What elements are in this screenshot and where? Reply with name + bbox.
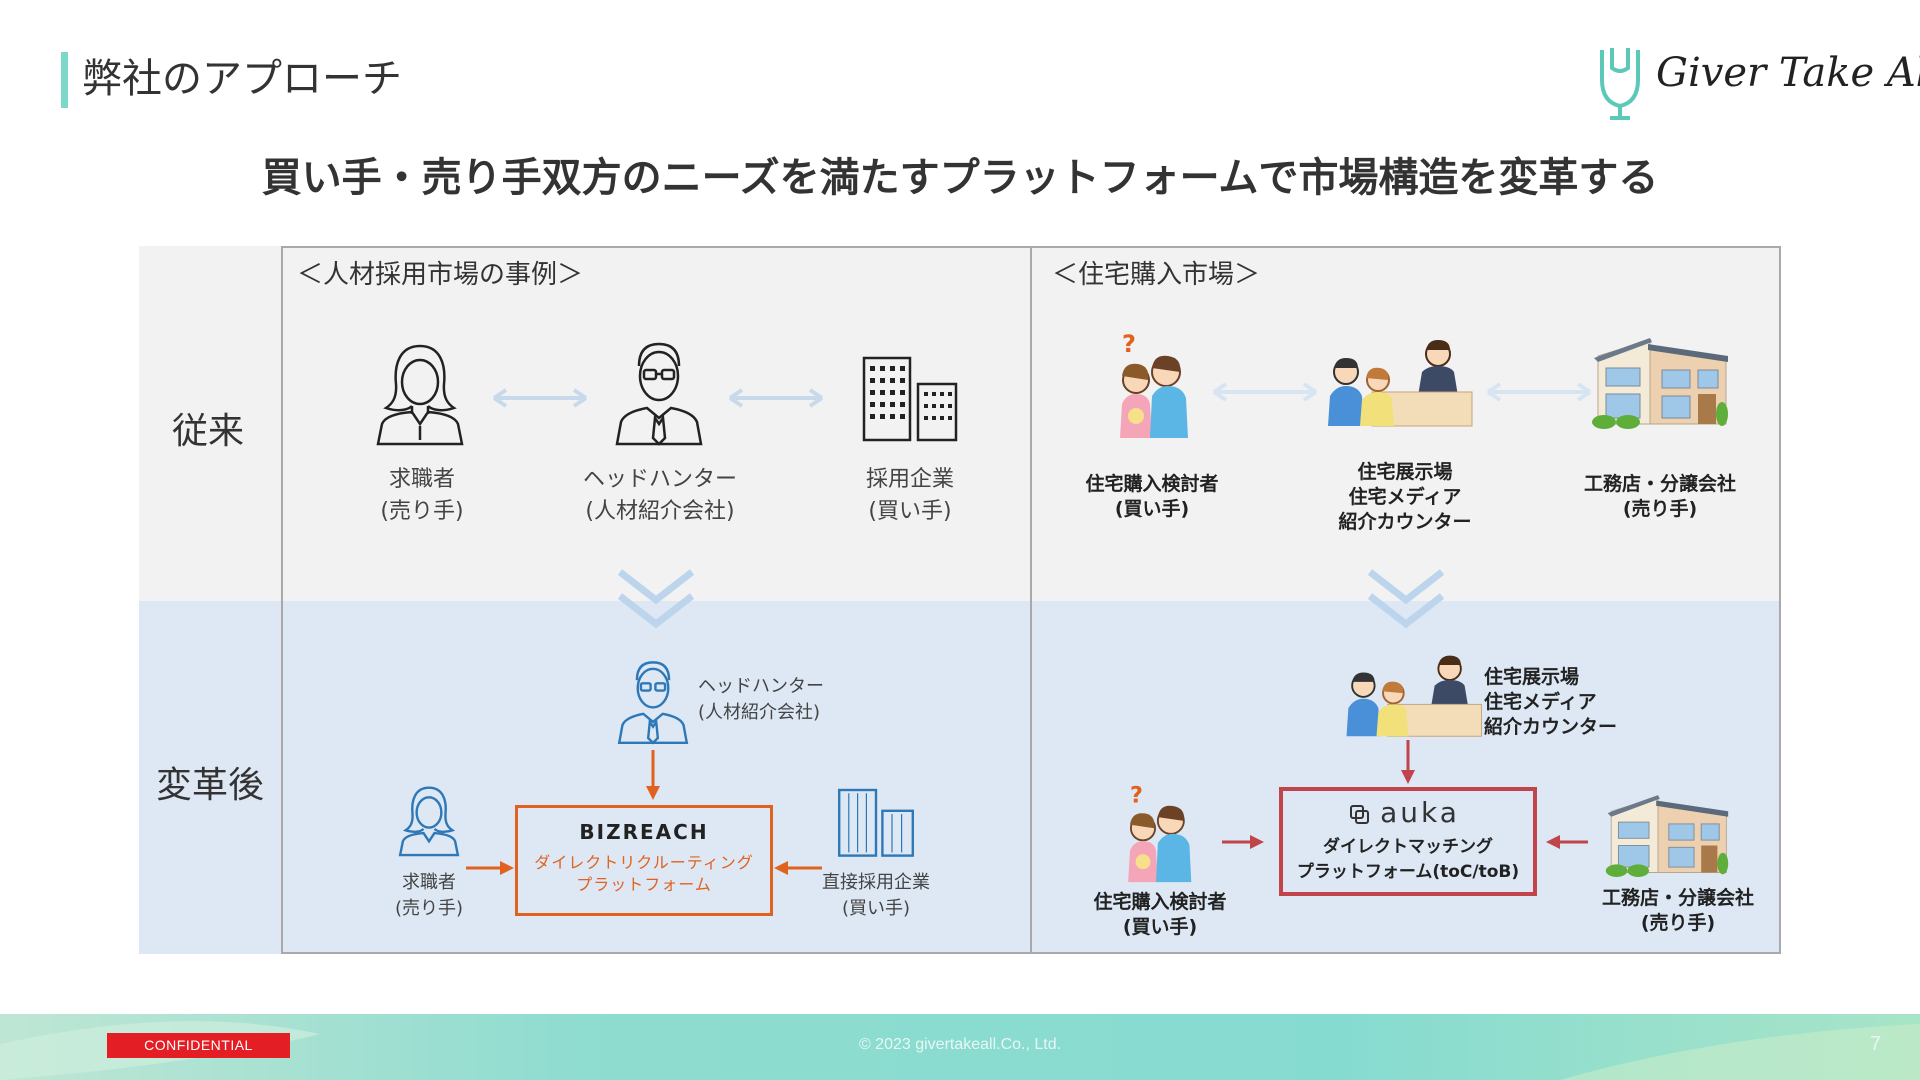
hr-company-label: 採用企業 bbox=[865, 467, 954, 492]
bizreach-line2: プラットフォーム bbox=[576, 875, 712, 894]
house-icon bbox=[1592, 338, 1728, 429]
office-buildings-icon bbox=[862, 356, 958, 442]
confidential-badge: CONFIDENTIAL bbox=[107, 1033, 290, 1058]
house-after-seller-caption: 工務店・分譲会社 (売り手) bbox=[1588, 886, 1768, 936]
hr-after-company-label: 直接採用企業 bbox=[822, 872, 930, 893]
hr-seeker-role: (売り手) bbox=[380, 499, 464, 524]
hr-company-role: (買い手) bbox=[868, 499, 952, 524]
double-arrow-icon bbox=[728, 388, 824, 408]
person-male-glasses-icon bbox=[617, 661, 689, 745]
couple-with-baby-icon: ? bbox=[1120, 330, 1188, 438]
house-after-middle-caption: 住宅展示場 住宅メディア 紹介カウンター bbox=[1484, 665, 1644, 740]
section-label-hr: ＜人材採用市場の事例＞ bbox=[297, 260, 584, 290]
hr-after-seeker-caption: 求職者 (売り手) bbox=[372, 870, 486, 922]
house-after-buyer-role: (買い手) bbox=[1122, 916, 1198, 938]
house-after-middle-label1: 住宅展示場 bbox=[1484, 666, 1580, 688]
bizreach-description: ダイレクトリクルーティング プラットフォーム bbox=[515, 852, 773, 896]
house-middle-label2: 住宅メディア bbox=[1348, 486, 1462, 508]
auka-platform-box bbox=[1279, 787, 1537, 896]
page-title: 弊社のアプローチ bbox=[82, 56, 402, 102]
svg-text:?: ? bbox=[1122, 330, 1136, 358]
hr-after-company-role: (買い手) bbox=[841, 898, 911, 919]
house-after-middle-label2: 住宅メディア bbox=[1484, 691, 1597, 713]
arrow-left-icon bbox=[774, 861, 822, 875]
house-middle-label3: 紹介カウンター bbox=[1338, 511, 1472, 533]
arrow-left-icon bbox=[1546, 835, 1588, 849]
row-label-after: 変革後 bbox=[156, 765, 265, 806]
double-arrow-icon bbox=[1486, 382, 1592, 402]
auka-logo-icon bbox=[1350, 805, 1369, 824]
logo-text: Giver Take All bbox=[1656, 50, 1920, 96]
double-chevron-down-icon bbox=[617, 569, 695, 629]
title-accent-bar bbox=[61, 52, 68, 108]
office-buildings-icon bbox=[838, 788, 914, 857]
house-buyer-role: (買い手) bbox=[1114, 498, 1190, 520]
hr-after-seeker-role: (売り手) bbox=[394, 898, 464, 919]
logo-mark-icon bbox=[1600, 48, 1640, 120]
house-middle-label1: 住宅展示場 bbox=[1357, 461, 1453, 483]
hr-hunter-caption: ヘッドハンター (人材紹介会社) bbox=[560, 464, 760, 528]
arrow-right-icon bbox=[1222, 835, 1264, 849]
house-after-buyer-label: 住宅購入検討者 bbox=[1093, 891, 1227, 913]
person-female-icon bbox=[398, 786, 460, 857]
person-female-icon bbox=[376, 344, 464, 446]
auka-logo: auka bbox=[1380, 796, 1460, 829]
double-chevron-down-icon bbox=[1367, 569, 1445, 629]
page-number: 7 bbox=[1870, 1033, 1882, 1055]
hr-company-caption: 採用企業 (買い手) bbox=[830, 464, 990, 528]
svg-text:?: ? bbox=[1130, 782, 1143, 808]
hr-hunter-label: ヘッドハンター bbox=[582, 467, 737, 492]
hr-after-hunter-role: (人材紹介会社) bbox=[698, 702, 821, 723]
company-logo bbox=[1600, 48, 1640, 120]
before-band bbox=[139, 246, 1781, 601]
house-middle-caption: 住宅展示場 住宅メディア 紹介カウンター bbox=[1320, 460, 1490, 535]
consultation-counter-icon bbox=[1346, 655, 1482, 737]
double-arrow-icon bbox=[492, 388, 588, 408]
arrow-down-icon bbox=[1401, 740, 1415, 784]
section-label-housing: ＜住宅購入市場＞ bbox=[1052, 260, 1261, 290]
row-label-before: 従来 bbox=[172, 411, 245, 452]
couple-with-baby-icon: ? bbox=[1128, 782, 1192, 883]
house-seller-label: 工務店・分譲会社 bbox=[1583, 473, 1736, 495]
house-after-middle-label3: 紹介カウンター bbox=[1484, 716, 1618, 738]
hr-hunter-role: (人材紹介会社) bbox=[585, 499, 735, 524]
auka-description: ダイレクトマッチング プラットフォーム(toC/toB) bbox=[1279, 835, 1537, 885]
hr-after-hunter-caption: ヘッドハンター (人材紹介会社) bbox=[698, 674, 828, 726]
house-after-seller-role: (売り手) bbox=[1640, 912, 1716, 934]
hr-seeker-caption: 求職者 (売り手) bbox=[342, 464, 502, 528]
house-buyer-caption: 住宅購入検討者 (買い手) bbox=[1072, 472, 1232, 522]
house-after-seller-label: 工務店・分譲会社 bbox=[1601, 887, 1754, 909]
auka-line1: ダイレクトマッチング bbox=[1323, 837, 1493, 857]
hr-after-seeker-label: 求職者 bbox=[402, 872, 456, 893]
section-divider bbox=[1030, 246, 1032, 954]
headline: 買い手・売り手双方のニーズを満たすプラットフォームで市場構造を変革する bbox=[261, 155, 1659, 201]
arrow-down-icon bbox=[646, 750, 660, 800]
arrow-right-icon bbox=[466, 861, 514, 875]
hr-after-company-caption: 直接採用企業 (買い手) bbox=[808, 870, 944, 922]
copyright-text: © 2023 givertakeall.Co., Ltd. bbox=[858, 1036, 1062, 1053]
double-arrow-icon bbox=[1212, 382, 1318, 402]
bizreach-line1: ダイレクトリクルーティング bbox=[534, 853, 754, 872]
house-seller-role: (売り手) bbox=[1622, 498, 1698, 520]
house-seller-caption: 工務店・分譲会社 (売り手) bbox=[1570, 472, 1750, 522]
bizreach-platform-box bbox=[515, 805, 773, 916]
house-buyer-label: 住宅購入検討者 bbox=[1085, 473, 1219, 495]
hr-seeker-label: 求職者 bbox=[388, 467, 455, 492]
bizreach-logo: BIZREACH bbox=[579, 820, 709, 844]
house-after-buyer-caption: 住宅購入検討者 (買い手) bbox=[1080, 890, 1240, 940]
auka-line2: プラットフォーム(toC/toB) bbox=[1296, 862, 1520, 882]
person-male-glasses-icon bbox=[615, 342, 703, 446]
house-icon bbox=[1605, 795, 1729, 877]
consultation-counter-icon bbox=[1328, 340, 1473, 427]
hr-after-hunter-label: ヘッドハンター bbox=[698, 676, 824, 697]
